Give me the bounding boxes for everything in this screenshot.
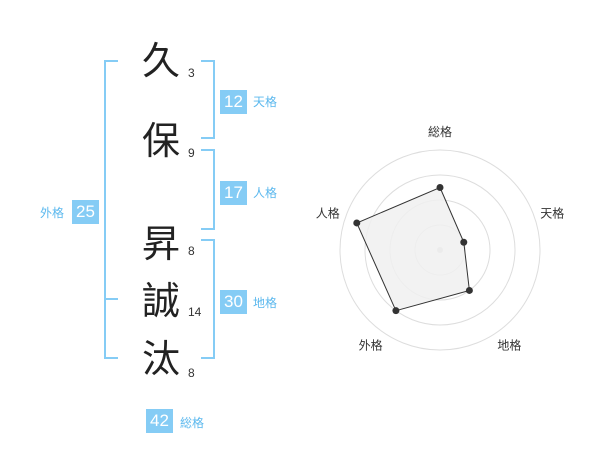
name-char-1: 久 (141, 39, 180, 83)
name-char-5: 汰 (141, 337, 180, 381)
radar-axis-label-2: 天格 (540, 206, 564, 221)
jinkaku-value: 17 (220, 181, 247, 205)
chikaku-bracket (201, 239, 215, 359)
radar-ring-3 (364, 174, 516, 326)
gaikaku-label: 外格 (40, 206, 65, 220)
radar-axis-label-1: 総格 (428, 124, 452, 139)
tenkaku-label: 天格 (253, 95, 278, 109)
jinkaku-bracket (201, 149, 215, 230)
stroke-count-4: 14 (188, 305, 202, 319)
stroke-count-3: 8 (188, 244, 195, 258)
radar-point-2 (460, 238, 468, 246)
chikaku-label: 地格 (253, 296, 278, 310)
name-char-4: 誠 (141, 279, 180, 323)
gaikaku-bracket (104, 60, 118, 359)
soukaku-value: 42 (146, 409, 173, 433)
tenkaku-bracket (201, 60, 215, 139)
stroke-count-1: 3 (188, 66, 195, 80)
radar-point-1 (436, 184, 444, 191)
gaikaku-bracket-mid (104, 298, 118, 300)
radar-polygon (356, 186, 470, 312)
radar-axis-label-5: 人格 (316, 206, 340, 221)
radar-ring-4 (339, 149, 541, 351)
tenkaku-value: 12 (220, 90, 247, 114)
soukaku-label: 総格 (180, 416, 205, 430)
radar-axis-label-4: 外格 (359, 337, 383, 352)
radar-axis-label-3: 地格 (497, 337, 521, 352)
radar-point-3 (465, 286, 473, 294)
radar-point-4 (392, 307, 400, 315)
radar-point-5 (353, 219, 361, 227)
stroke-count-2: 9 (188, 146, 195, 160)
name-char-3: 昇 (141, 222, 180, 266)
gaikaku-value: 25 (72, 200, 99, 224)
stroke-count-5: 8 (188, 366, 195, 380)
chikaku-value: 30 (220, 290, 247, 314)
name-char-2: 保 (141, 119, 180, 163)
jinkaku-label: 人格 (253, 186, 278, 200)
